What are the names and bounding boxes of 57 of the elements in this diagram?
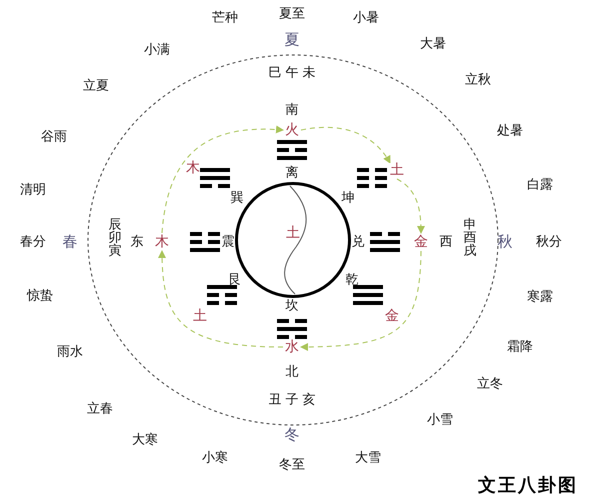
text-label: 白露	[527, 178, 553, 192]
element-label: 金	[385, 309, 399, 323]
text-label: 大雪	[355, 452, 381, 464]
season-label: 冬	[284, 428, 300, 442]
text-label: 雨水	[57, 346, 83, 358]
text-label: 霜降	[507, 340, 533, 354]
element-label: 土	[286, 226, 300, 240]
text-label: 乾	[346, 274, 358, 286]
text-label: 震	[222, 236, 234, 248]
dashed-arrow	[300, 126, 390, 164]
dashed-arrow	[300, 250, 422, 351]
text-label: 坤	[342, 192, 354, 204]
dashed-arrow	[158, 250, 284, 348]
text-label: 北	[286, 366, 298, 378]
text-label: 清明	[20, 184, 46, 196]
text-label: 坎	[286, 300, 298, 312]
dashed-arrow	[396, 178, 425, 234]
vertical-label: 申酉戌	[464, 218, 476, 258]
text-label: 立冬	[477, 378, 503, 390]
text-label: 惊蛰	[27, 290, 53, 302]
text-label: 离	[286, 166, 298, 180]
text-label: 小暑	[353, 12, 379, 24]
text-label: 巽	[230, 192, 244, 204]
text-label: 夏至	[279, 8, 305, 20]
text-label: 寒露	[527, 290, 553, 304]
text-label: 芒种	[212, 12, 238, 24]
element-label: 水	[284, 340, 300, 354]
element-label: 火	[284, 123, 300, 137]
element-label: 木	[186, 161, 200, 175]
text-label: 丑 子 亥	[268, 394, 316, 406]
text-label: 大暑	[420, 38, 446, 50]
text-label: 立秋	[465, 74, 491, 86]
text-label: 立夏	[83, 80, 109, 92]
text-label: 春分	[20, 236, 46, 248]
dashed-arrow	[162, 126, 284, 234]
text-label: 谷雨	[41, 130, 67, 144]
text-label: 冬至	[279, 458, 305, 472]
season-label: 秋	[498, 234, 512, 250]
text-label: 小满	[144, 44, 170, 56]
element-label: 土	[193, 309, 207, 323]
text-label: 兑	[352, 236, 364, 248]
element-label: 金	[413, 235, 429, 249]
vertical-label: 辰卯寅	[108, 218, 122, 258]
title: 文王八卦图	[478, 474, 578, 498]
element-label: 木	[154, 235, 170, 249]
element-label: 土	[389, 163, 405, 177]
season-label: 春	[62, 234, 78, 250]
text-label: 小雪	[427, 414, 453, 426]
text-label: 西	[440, 236, 452, 248]
text-label: 大寒	[132, 434, 158, 446]
text-label: 艮	[228, 274, 242, 286]
text-label: 秋分	[536, 236, 562, 248]
text-label: 巳 午 未	[268, 66, 316, 80]
text-label: 小寒	[202, 452, 228, 464]
season-label: 夏	[284, 32, 300, 48]
text-label: 处暑	[497, 124, 523, 138]
text-label: 立春	[87, 402, 113, 416]
